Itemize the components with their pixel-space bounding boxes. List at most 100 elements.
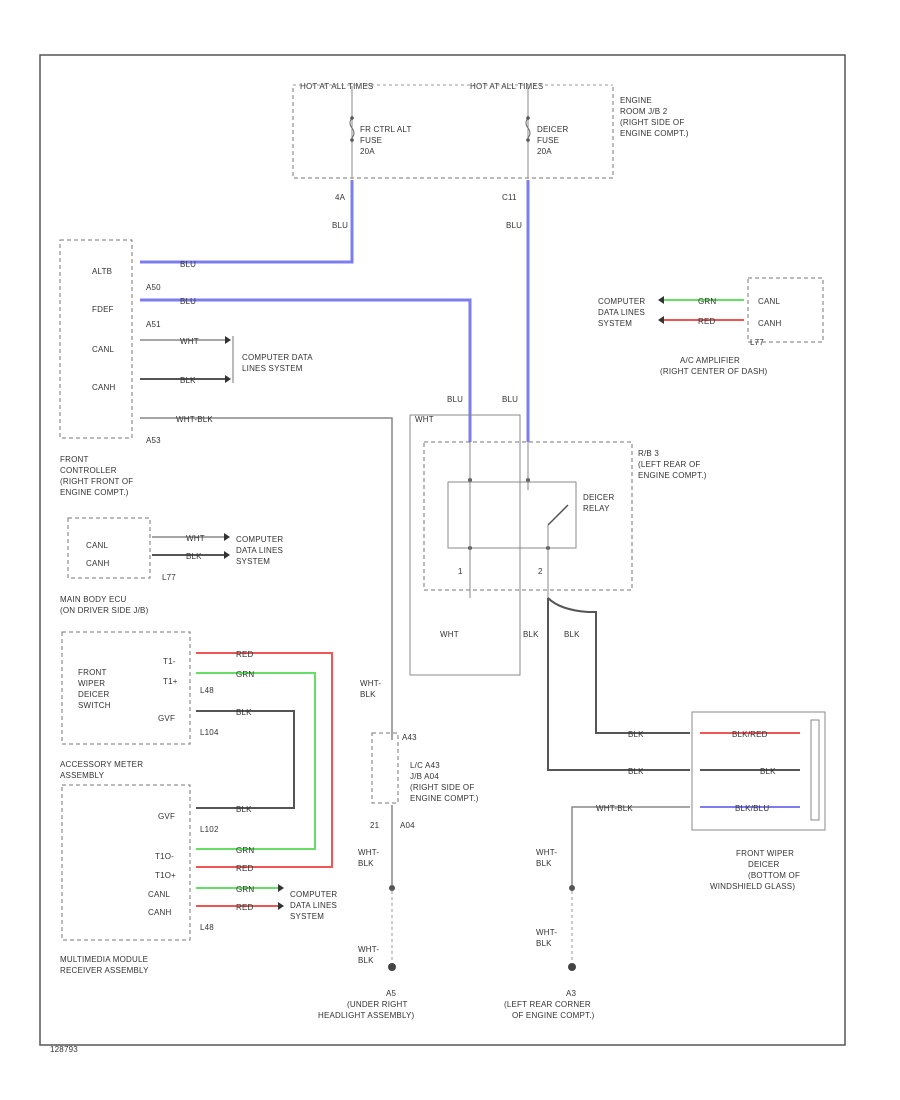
svg-text:WHT: WHT — [440, 630, 459, 639]
fc-cdl: COMPUTER DATA LINES SYSTEM — [242, 353, 315, 373]
ac-cdl: COMPUTER DATA LINES SYSTEM — [598, 297, 648, 328]
svg-text:WHT: WHT — [186, 534, 205, 543]
main-body-ecu: CANL CANH WHT BLK L77 COMPUTER DATA LINE… — [60, 517, 286, 615]
svg-text:CANH: CANH — [758, 319, 781, 328]
relay-block: WHT R/B 3 (LEFT REAR OF ENGINE COMPT.) D… — [409, 414, 707, 676]
rb3-label: R/B 3 (LEFT REAR OF ENGINE COMPT.) — [638, 449, 707, 480]
svg-text:L77: L77 — [750, 338, 764, 347]
svg-text:L104: L104 — [200, 728, 219, 737]
wire-wht-blk-main — [140, 417, 393, 740]
wire-blk-deicer-2 — [547, 598, 690, 771]
multimedia-cdl: COMPUTER DATA LINES SYSTEM — [290, 890, 340, 921]
svg-text:L77: L77 — [162, 573, 176, 582]
deicer-label: FRONT WIPER DEICER (BOTTOM OF WINDSHIELD… — [710, 849, 803, 891]
svg-text:T1O-: T1O- — [155, 852, 174, 861]
svg-text:CANL: CANL — [758, 297, 780, 306]
wire-label-blu-4: BLU — [180, 297, 196, 306]
svg-text:WHT-BLK: WHT-BLK — [596, 804, 633, 813]
jb2-location: ENGINE ROOM J/B 2 (RIGHT SIDE OF ENGINE … — [620, 96, 689, 138]
fc-conn-a53: A53 — [146, 436, 161, 445]
mb-cdl: COMPUTER DATA LINES SYSTEM — [236, 535, 286, 566]
svg-text:GRN: GRN — [236, 846, 254, 855]
svg-text:RED: RED — [698, 317, 716, 326]
svg-text:BLK: BLK — [186, 552, 202, 561]
svg-text:T1+: T1+ — [163, 677, 178, 686]
svg-text:BLK: BLK — [628, 730, 644, 739]
fc-pin-fdef: FDEF — [92, 305, 114, 314]
svg-text:CANL: CANL — [148, 890, 170, 899]
svg-text:BLK: BLK — [564, 630, 580, 639]
fuse2-pin: C11 — [502, 193, 517, 202]
svg-text:2: 2 — [538, 567, 543, 576]
wire-red-t1 — [196, 652, 333, 868]
switch-label: FRONT WIPER DEICER SWITCH — [78, 668, 112, 710]
wire-label-blu-3: BLU — [506, 221, 522, 230]
svg-text:BLK: BLK — [523, 630, 539, 639]
accessory-meter: ACCESSORY METER ASSEMBLY GVF L102 T1O- T… — [60, 760, 219, 975]
fc-pin-canh: CANH — [92, 383, 115, 392]
front-controller: ALTB A50 FDEF A51 CANL CANH A53 FRONT CO… — [59, 239, 315, 497]
svg-text:L48: L48 — [200, 686, 214, 695]
wire-label-blu-2: BLU — [180, 260, 196, 269]
ground-a5-label: A5 (UNDER RIGHT HEADLIGHT ASSEMBLY) — [318, 989, 415, 1020]
wire-label-whtblk-1: WHT-BLK — [176, 415, 213, 424]
fc-conn-a51: A51 — [146, 320, 161, 329]
hot-label-2: HOT AT ALL TIMES — [470, 82, 543, 91]
relay-name: DEICER RELAY — [583, 493, 617, 513]
svg-text:WHT: WHT — [415, 415, 434, 424]
svg-text:GVF: GVF — [158, 812, 175, 821]
svg-text:CANH: CANH — [148, 908, 171, 917]
svg-text:T1O+: T1O+ — [155, 871, 176, 880]
svg-text:GRN: GRN — [236, 885, 254, 894]
wire-label-whtblk-6: WHT- BLK — [536, 928, 560, 948]
wire-label-whtblk-4: WHT- BLK — [358, 945, 382, 965]
wire-label-blu-1: BLU — [332, 221, 348, 230]
front-wiper-deicer: BLK/RED BLK BLK/BLU FRONT WIPER DEICER (… — [691, 711, 826, 891]
fc-label: FRONT CONTROLLER (RIGHT FRONT OF ENGINE … — [60, 455, 136, 497]
wire-label-whtblk-2: WHT- BLK — [360, 679, 384, 699]
wire-blu-fdef — [140, 298, 472, 442]
meter-label: ACCESSORY METER ASSEMBLY — [60, 760, 146, 780]
fuse2-label: DEICER FUSE 20A — [537, 125, 571, 156]
engine-room-jb2: HOT AT ALL TIMES HOT AT ALL TIMES ENGINE… — [292, 82, 689, 202]
svg-text:BLK: BLK — [180, 376, 196, 385]
svg-text:BLK: BLK — [236, 805, 252, 814]
ac-label: A/C AMPLIFIER (RIGHT CENTER OF DASH) — [660, 356, 768, 376]
svg-text:BLK: BLK — [760, 767, 776, 776]
svg-text:21: 21 — [370, 821, 380, 830]
svg-text:L102: L102 — [200, 825, 219, 834]
svg-text:GRN: GRN — [236, 670, 254, 679]
svg-text:A04: A04 — [400, 821, 415, 830]
wire-blk-gvf — [196, 710, 295, 809]
mb-label: MAIN BODY ECU (ON DRIVER SIDE J/B) — [60, 595, 149, 615]
svg-text:BLK: BLK — [628, 767, 644, 776]
svg-text:RED: RED — [236, 903, 254, 912]
svg-text:CANH: CANH — [86, 559, 109, 568]
jb-label: L/C A43 J/B A04 (RIGHT SIDE OF ENGINE CO… — [410, 761, 479, 803]
fuse1-pin: 4A — [335, 193, 346, 202]
svg-text:WHT: WHT — [180, 337, 199, 346]
hot-label-1: HOT AT ALL TIMES — [300, 82, 373, 91]
wire-grn-t1 — [196, 672, 316, 850]
wire-label-blu-5: BLU — [447, 395, 463, 404]
svg-text:CANL: CANL — [86, 541, 108, 550]
svg-text:BLK: BLK — [236, 708, 252, 717]
svg-text:GRN: GRN — [698, 297, 716, 306]
fc-pin-canl: CANL — [92, 345, 114, 354]
svg-text:GVF: GVF — [158, 714, 175, 723]
ground-a5 — [388, 963, 396, 971]
wire-label-whtblk-5: WHT- BLK — [536, 848, 560, 868]
svg-text:L48: L48 — [200, 923, 214, 932]
wire-label-blu-6: BLU — [502, 395, 518, 404]
fuse1-label: FR CTRL ALT FUSE 20A — [360, 125, 414, 156]
multimedia-label: MULTIMEDIA MODULE RECEIVER ASSEMBLY — [60, 955, 151, 975]
fc-pin-altb: ALTB — [92, 267, 112, 276]
svg-text:1: 1 — [458, 567, 463, 576]
diagram-frame — [39, 54, 846, 1046]
wiper-deicer-switch: FRONT WIPER DEICER SWITCH T1- T1+ GVF L4… — [61, 631, 219, 745]
wire-blk-deicer-1 — [547, 597, 690, 734]
fc-conn-a50: A50 — [146, 283, 161, 292]
jb-a04: A43 L/C A43 J/B A04 (RIGHT SIDE OF ENGIN… — [370, 732, 479, 830]
page-id: 128793 — [50, 1045, 78, 1054]
